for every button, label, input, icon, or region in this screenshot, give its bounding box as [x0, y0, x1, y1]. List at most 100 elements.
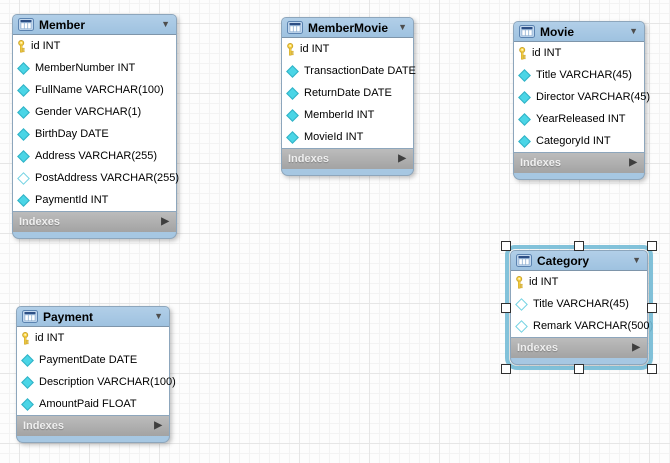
- column-row[interactable]: Title VARCHAR(45): [514, 64, 644, 86]
- table-payment[interactable]: Payment ▼ id INT PaymentDate DATE Descri…: [16, 306, 170, 443]
- column-notnull-icon: [21, 376, 34, 389]
- column-row[interactable]: MemberNumber INT: [13, 57, 176, 79]
- collapse-arrow-icon[interactable]: ▼: [632, 256, 641, 265]
- table-header[interactable]: Category ▼: [511, 251, 647, 270]
- column-text: id INT: [31, 40, 60, 52]
- column-row[interactable]: id INT: [17, 327, 169, 349]
- column-notnull-icon: [17, 150, 30, 163]
- column-row[interactable]: id INT: [511, 271, 647, 293]
- column-notnull-icon: [17, 84, 30, 97]
- selection-handle-mid-left[interactable]: [501, 303, 511, 313]
- column-text: CategoryId INT: [536, 135, 611, 147]
- column-text: BirthDay DATE: [35, 128, 109, 140]
- column-row[interactable]: id INT: [514, 42, 644, 64]
- column-list: id INT Title VARCHAR(45) Director VARCHA…: [514, 41, 644, 153]
- column-list: id INT Title VARCHAR(45) Remark VARCHAR(…: [511, 270, 647, 338]
- indexes-footer[interactable]: Indexes ▶: [282, 149, 413, 169]
- column-list: id INT MemberNumber INT FullName VARCHAR…: [13, 34, 176, 212]
- column-notnull-icon: [286, 109, 299, 122]
- column-row[interactable]: TransactionDate DATE: [282, 60, 413, 82]
- column-row[interactable]: Remark VARCHAR(500): [511, 315, 647, 337]
- collapse-arrow-icon[interactable]: ▼: [398, 23, 407, 32]
- column-text: YearReleased INT: [536, 113, 625, 125]
- column-row[interactable]: Description VARCHAR(100): [17, 371, 169, 393]
- column-row[interactable]: BirthDay DATE: [13, 123, 176, 145]
- table-header[interactable]: Movie ▼: [514, 22, 644, 41]
- column-nullable-icon: [515, 298, 528, 311]
- column-text: AmountPaid FLOAT: [39, 398, 137, 410]
- column-row[interactable]: PaymentId INT: [13, 189, 176, 211]
- column-text: Title VARCHAR(45): [533, 298, 629, 310]
- table-membermovie[interactable]: MemberMovie ▼ id INT TransactionDate DAT…: [281, 17, 414, 176]
- selection-handle-top-right[interactable]: [647, 241, 657, 251]
- selection-handle-top-center[interactable]: [574, 241, 584, 251]
- table-title: Member: [39, 18, 156, 32]
- table-header[interactable]: Payment ▼: [17, 307, 169, 326]
- table-icon: [22, 310, 38, 323]
- column-row[interactable]: id INT: [282, 38, 413, 60]
- indexes-label: Indexes: [517, 342, 558, 354]
- indexes-footer[interactable]: Indexes ▶: [13, 212, 176, 232]
- selection-handle-top-left[interactable]: [501, 241, 511, 251]
- column-row[interactable]: MemberId INT: [282, 104, 413, 126]
- column-row[interactable]: FullName VARCHAR(100): [13, 79, 176, 101]
- primary-key-icon: [21, 332, 30, 345]
- column-notnull-icon: [286, 87, 299, 100]
- table-icon: [287, 21, 303, 34]
- table-title: Movie: [540, 25, 624, 39]
- indexes-label: Indexes: [23, 420, 64, 432]
- column-row[interactable]: MovieId INT: [282, 126, 413, 148]
- column-row[interactable]: AmountPaid FLOAT: [17, 393, 169, 415]
- selection-handle-bottom-center[interactable]: [574, 364, 584, 374]
- column-text: Description VARCHAR(100): [39, 376, 176, 388]
- indexes-footer[interactable]: Indexes ▶: [17, 416, 169, 436]
- column-row[interactable]: PaymentDate DATE: [17, 349, 169, 371]
- column-notnull-icon: [286, 65, 299, 78]
- selection-handle-bottom-right[interactable]: [647, 364, 657, 374]
- collapse-arrow-icon[interactable]: ▼: [154, 312, 163, 321]
- selection-handle-mid-right[interactable]: [647, 303, 657, 313]
- column-text: PaymentDate DATE: [39, 354, 137, 366]
- column-row[interactable]: Director VARCHAR(45): [514, 86, 644, 108]
- expand-arrow-icon[interactable]: ▶: [398, 154, 406, 164]
- collapse-arrow-icon[interactable]: ▼: [161, 20, 170, 29]
- indexes-footer[interactable]: Indexes ▶: [511, 338, 647, 358]
- column-list: id INT TransactionDate DATE ReturnDate D…: [282, 37, 413, 149]
- column-row[interactable]: YearReleased INT: [514, 108, 644, 130]
- expand-arrow-icon[interactable]: ▶: [632, 343, 640, 353]
- table-category[interactable]: Category ▼ id INT Title VARCHAR(45) Rema…: [510, 250, 648, 365]
- column-list: id INT PaymentDate DATE Description VARC…: [17, 326, 169, 416]
- indexes-label: Indexes: [520, 157, 561, 169]
- column-text: ReturnDate DATE: [304, 87, 392, 99]
- indexes-footer[interactable]: Indexes ▶: [514, 153, 644, 173]
- expand-arrow-icon[interactable]: ▶: [629, 158, 637, 168]
- column-nullable-icon: [17, 172, 30, 185]
- collapse-arrow-icon[interactable]: ▼: [629, 27, 638, 36]
- selection-handle-bottom-left[interactable]: [501, 364, 511, 374]
- table-movie[interactable]: Movie ▼ id INT Title VARCHAR(45) Directo…: [513, 21, 645, 180]
- column-row[interactable]: Title VARCHAR(45): [511, 293, 647, 315]
- column-text: MemberId INT: [304, 109, 374, 121]
- column-text: Gender VARCHAR(1): [35, 106, 141, 118]
- table-member[interactable]: Member ▼ id INT MemberNumber INT FullNam…: [12, 14, 177, 239]
- column-text: Director VARCHAR(45): [536, 91, 650, 103]
- column-row[interactable]: Address VARCHAR(255): [13, 145, 176, 167]
- column-row[interactable]: ReturnDate DATE: [282, 82, 413, 104]
- primary-key-icon: [286, 43, 295, 56]
- expand-arrow-icon[interactable]: ▶: [161, 217, 169, 227]
- column-row[interactable]: CategoryId INT: [514, 130, 644, 152]
- column-row[interactable]: id INT: [13, 35, 176, 57]
- table-title: MemberMovie: [308, 21, 393, 35]
- table-header[interactable]: Member ▼: [13, 15, 176, 34]
- indexes-label: Indexes: [19, 216, 60, 228]
- table-header[interactable]: MemberMovie ▼: [282, 18, 413, 37]
- column-row[interactable]: Gender VARCHAR(1): [13, 101, 176, 123]
- expand-arrow-icon[interactable]: ▶: [154, 421, 162, 431]
- primary-key-icon: [518, 47, 527, 60]
- indexes-label: Indexes: [288, 153, 329, 165]
- column-row[interactable]: PostAddress VARCHAR(255): [13, 167, 176, 189]
- column-notnull-icon: [21, 354, 34, 367]
- column-text: id INT: [529, 276, 558, 288]
- primary-key-icon: [515, 276, 524, 289]
